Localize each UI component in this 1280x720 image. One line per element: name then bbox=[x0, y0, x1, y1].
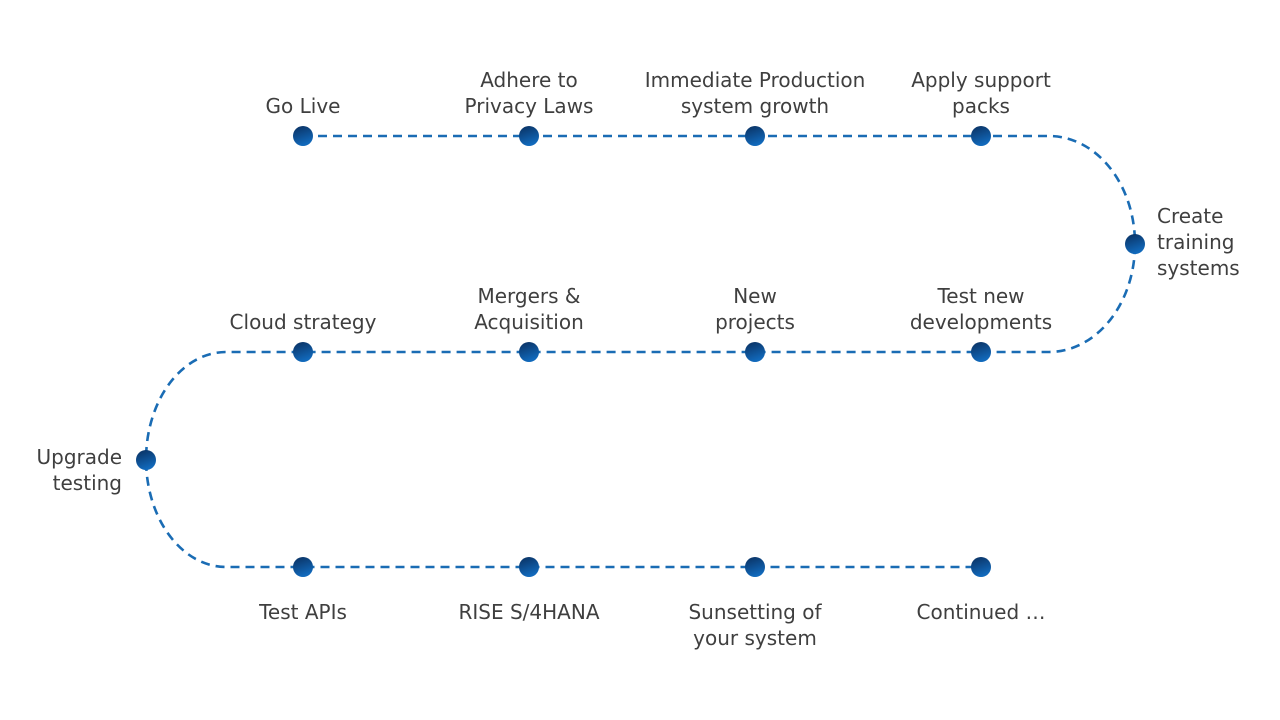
milestone-dot-adhere-privacy-laws bbox=[519, 126, 539, 146]
milestone-label-continued: Continued … bbox=[916, 600, 1046, 624]
milestone-dot-immediate-prod-growth bbox=[745, 126, 765, 146]
milestone-dot-continued bbox=[971, 557, 991, 577]
milestone-label-go-live: Go Live bbox=[265, 94, 341, 118]
milestone-label-cloud-strategy: Cloud strategy bbox=[229, 310, 377, 334]
milestone-label-test-apis: Test APIs bbox=[259, 600, 347, 624]
milestone-label-test-new-developments: Test new developments bbox=[909, 284, 1053, 334]
milestone-label-adhere-privacy-laws: Adhere to Privacy Laws bbox=[464, 68, 594, 118]
milestone-dot-sunsetting-your-system bbox=[745, 557, 765, 577]
milestone-dot-mergers-acquisition bbox=[519, 342, 539, 362]
timeline-dashed-path bbox=[144, 134, 1137, 569]
milestone-label-new-projects: New projects bbox=[715, 284, 795, 334]
milestone-dot-go-live bbox=[293, 126, 313, 146]
milestone-dot-test-apis bbox=[293, 557, 313, 577]
milestone-label-upgrade-testing: Upgrade testing bbox=[36, 445, 122, 495]
milestone-dot-create-training-systems bbox=[1125, 234, 1145, 254]
milestone-dot-test-new-developments bbox=[971, 342, 991, 362]
milestone-label-apply-support-packs: Apply support packs bbox=[911, 68, 1051, 118]
milestone-dot-new-projects bbox=[745, 342, 765, 362]
milestone-label-mergers-acquisition: Mergers & Acquisition bbox=[474, 284, 584, 334]
milestone-dot-rise-s4hana bbox=[519, 557, 539, 577]
milestone-dot-upgrade-testing bbox=[136, 450, 156, 470]
milestone-dot-apply-support-packs bbox=[971, 126, 991, 146]
milestone-label-immediate-prod-growth: Immediate Production system growth bbox=[644, 68, 866, 118]
milestone-dot-cloud-strategy bbox=[293, 342, 313, 362]
milestone-label-create-training-systems: Create training systems bbox=[1157, 204, 1240, 280]
milestone-label-sunsetting-your-system: Sunsetting of your system bbox=[688, 600, 822, 650]
milestone-label-rise-s4hana: RISE S/4HANA bbox=[458, 600, 600, 624]
